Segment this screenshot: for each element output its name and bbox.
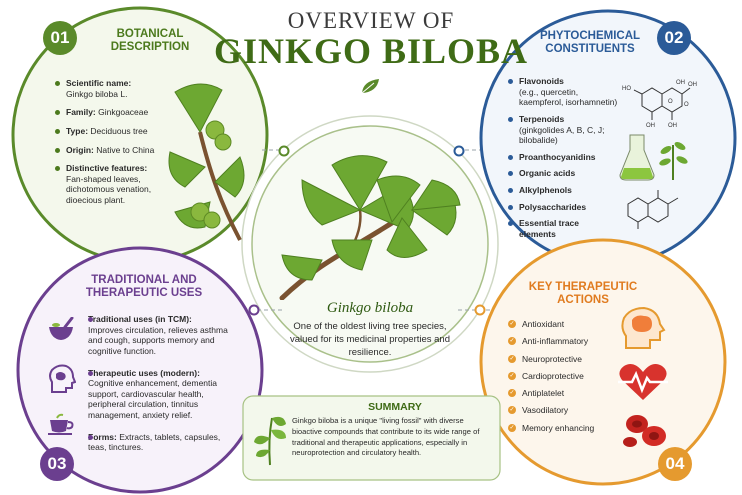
svg-text:OH: OH [676, 80, 685, 86]
botanical-item: Type: Deciduous tree [55, 126, 165, 137]
svg-text:OH: OH [688, 82, 697, 88]
summary-leaf-icon [254, 416, 286, 466]
summary-box [242, 395, 501, 481]
action-item: ✓ Vasodilatory [508, 405, 618, 415]
action-label: Memory enhancing [522, 422, 595, 433]
phyto-item: Organic acids [508, 168, 618, 179]
traditional-circle [16, 246, 264, 494]
check-icon: ✓ [508, 354, 516, 363]
svg-text:O: O [684, 102, 689, 108]
botanical-item: Family: Ginkgoaceae [55, 107, 165, 118]
action-item: ✓ Neuroprotective [508, 354, 618, 364]
actions-circle [479, 238, 727, 486]
phyto-item: Essential trace elements [508, 218, 618, 239]
blood-cells-icon [623, 415, 666, 447]
phyto-list: Flavonoids(e.g., quercetin, kaempferol, … [508, 76, 618, 246]
phyto-item: Alkylphenols [508, 185, 618, 196]
botanical-item: Distinctive features:Fan-shaped leaves, … [55, 163, 165, 206]
svg-text:O: O [668, 99, 673, 105]
action-label: Vasodilatory [522, 405, 569, 416]
title-line2: GINKGO BILOBA [213, 31, 529, 71]
tea-cup-icon [48, 413, 74, 435]
action-item: ✓ Antiplatelet [508, 388, 618, 398]
section-number-01: 01 [43, 21, 77, 55]
actions-heading: KEY THERAPEUTIC ACTIONS [528, 281, 638, 307]
flask-plant-icon [619, 134, 688, 181]
check-icon: ✓ [508, 389, 516, 398]
action-label: Antiplatelet [522, 388, 565, 399]
traditional-list: Traditional uses (in TCM):Improves circu… [88, 314, 236, 461]
phyto-item: Terpenoids(ginkgolides A, B, C, J; bilob… [508, 114, 618, 146]
botanical-heading: BOTANICAL DESCRIPTION [110, 28, 190, 54]
ginkgo-fruit-icon [168, 83, 245, 241]
ginkgo-branch-icon [279, 155, 461, 300]
terpenoid-structure-icon [627, 190, 679, 229]
action-label: Neuroprotective [522, 353, 583, 364]
svg-text:OH: OH [668, 123, 677, 129]
traditional-item: Forms: Extracts, tablets, capsules, teas… [88, 432, 236, 453]
action-label: Cardioprotective [522, 370, 584, 381]
action-item: ✓ Anti-inflammatory [508, 336, 618, 346]
check-icon: ✓ [508, 371, 516, 380]
action-item: ✓ Antioxidant [508, 319, 618, 329]
phyto-item: Proanthocyanidins [508, 152, 618, 163]
summary-heading: SUMMARY [368, 401, 422, 413]
traditional-heading: TRADITIONAL AND THERAPEUTIC USES [85, 274, 203, 300]
check-icon: ✓ [508, 337, 516, 346]
check-icon: ✓ [508, 423, 516, 432]
action-label: Anti-inflammatory [522, 336, 589, 347]
check-icon: ✓ [508, 406, 516, 415]
molecule-structure-icon: OH HO OH O OH O OH [622, 80, 697, 129]
svg-text:HO: HO [622, 86, 631, 92]
action-item: ✓ Cardioprotective [508, 371, 618, 381]
heart-pulse-icon [618, 364, 668, 400]
check-icon: ✓ [508, 320, 516, 328]
svg-text:OH: OH [646, 123, 655, 129]
phyto-item: Flavonoids(e.g., quercetin, kaempferol, … [508, 76, 618, 108]
botanical-list: Scientific name:Ginkgo biloba L. Family:… [55, 78, 165, 214]
actions-list: ✓ Antioxidant ✓ Anti-inflammatory ✓ Neuroprot… [508, 319, 618, 440]
botanical-item: Scientific name:Ginkgo biloba L. [55, 78, 165, 99]
traditional-item: Traditional uses (in TCM):Improves circu… [88, 314, 236, 357]
center-description: One of the oldest living tree species, v… [290, 321, 451, 358]
phyto-item: Polysaccharides [508, 202, 618, 213]
action-label: Antioxidant [522, 319, 565, 329]
brain-head-icon [49, 364, 76, 393]
traditional-item: Therapeutic uses (modern):Cognitive enha… [88, 368, 236, 421]
center-name: Ginkgo biloba [326, 300, 414, 316]
botanical-item: Origin: Native to China [55, 145, 165, 156]
title-line1: OVERVIEW OF [287, 8, 455, 33]
mortar-icon [49, 317, 74, 340]
leaf-divider-icon [361, 79, 379, 94]
summary-text: Ginkgo biloba is a unique "living fossil… [292, 416, 480, 458]
phyto-heading: PHYTOCHEMICAL CONSTITUENTS [539, 30, 641, 56]
brain-icon [621, 306, 666, 349]
section-number-04: 04 [658, 447, 692, 481]
section-number-02: 02 [657, 21, 691, 55]
section-number-03: 03 [40, 447, 74, 481]
action-item: ✓ Memory enhancing [508, 423, 618, 433]
